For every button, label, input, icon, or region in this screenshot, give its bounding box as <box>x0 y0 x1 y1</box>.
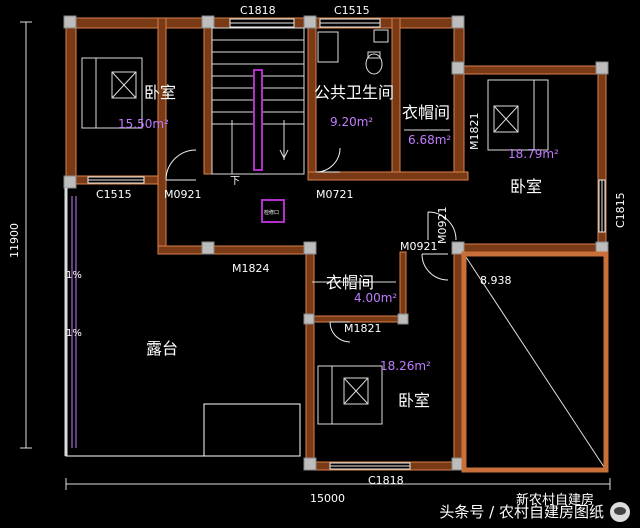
doors <box>165 147 457 343</box>
dimension-lines <box>20 21 611 490</box>
terrace <box>64 188 301 457</box>
label-m0921-a: M0921 <box>164 188 202 201</box>
room-area-bedroom-nw: 15.50m² <box>118 117 169 131</box>
label-c1515-left: C1515 <box>96 188 132 201</box>
room-name-terrace: 露台 <box>146 339 178 358</box>
roof-elevation: 8.938 <box>480 274 512 287</box>
watermark: 头条号 / 农村自建房图纸 新农村自建房 <box>439 493 630 522</box>
room-area-closet-south: 4.00m² <box>354 291 397 305</box>
room-area-closet-north: 6.68m² <box>408 133 451 147</box>
bed-s <box>317 365 383 425</box>
label-c1818-top: C1818 <box>240 4 276 17</box>
roof-area <box>461 251 609 473</box>
label-c1515-top: C1515 <box>334 4 370 17</box>
bed-nw <box>81 57 143 129</box>
room-name-bedroom-s: 卧室 <box>398 391 430 410</box>
label-m0921-b: M0921 <box>436 207 449 245</box>
label-c1815: C1815 <box>614 192 627 228</box>
label-m0921-c: M0921 <box>400 240 438 253</box>
label-m1821-horiz: M1821 <box>344 322 382 335</box>
room-name-bedroom-ne: 卧室 <box>510 177 542 196</box>
wechat-logo-icon <box>610 501 630 522</box>
room-area-bedroom-s: 18.26m² <box>380 359 431 373</box>
closet-rails <box>312 129 450 283</box>
label-m0721: M0721 <box>316 188 354 201</box>
label-m1824: M1824 <box>232 262 270 275</box>
dimension-width: 15000 <box>310 492 345 505</box>
slope-mark-b: 1% <box>66 328 82 339</box>
watermark-text: 头条号 / 农村自建房图纸 <box>439 503 604 521</box>
columns <box>63 15 609 471</box>
bed-ne <box>487 79 549 151</box>
hatch-label: 检修口 <box>264 209 279 216</box>
bath-fixtures <box>317 29 389 75</box>
room-name-bedroom-nw: 卧室 <box>144 83 176 102</box>
room-area-bedroom-ne: 18.79m² <box>508 147 559 161</box>
room-area-public-bath: 9.20m² <box>330 115 373 129</box>
label-c1818-bottom: C1818 <box>368 474 404 487</box>
room-name-public-bath: 公共卫生间 <box>314 83 394 102</box>
stairs <box>211 27 305 175</box>
stair-down-mark: 下 <box>230 176 240 187</box>
watermark-overlay: 新农村自建房 <box>515 493 594 508</box>
room-name-closet-north: 衣帽间 <box>402 103 450 122</box>
dimension-height: 11900 <box>8 223 21 258</box>
room-name-closet-south: 衣帽间 <box>326 273 374 292</box>
access-hatch <box>261 199 285 223</box>
label-m1821-vert: M1821 <box>468 113 481 151</box>
windows <box>87 18 606 470</box>
slope-mark-a: 1% <box>66 270 82 281</box>
